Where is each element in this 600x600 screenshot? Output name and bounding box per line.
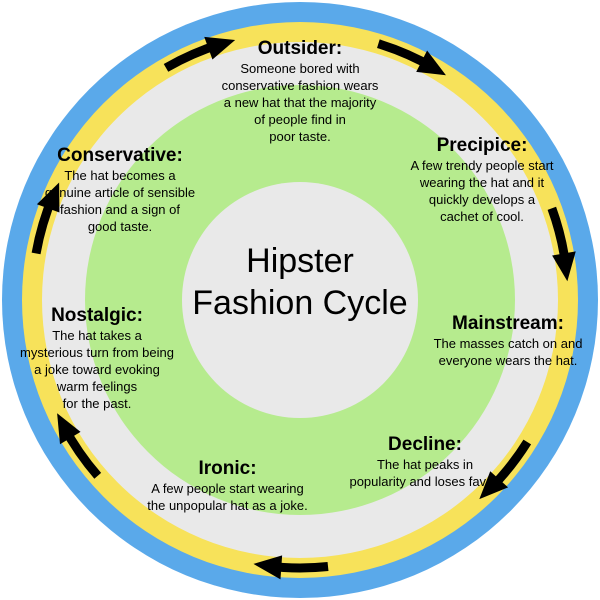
stage-title: Nostalgic:	[51, 305, 143, 326]
arrowhead-icon	[253, 555, 283, 580]
stage-ironic: Ironic: A few people start wearing the u…	[125, 458, 330, 514]
title-line-1: Hipster	[246, 242, 354, 280]
stage-description: The hat takes a mysterious turn from bei…	[20, 328, 174, 411]
stage-description: A few people start wearing the unpopular…	[147, 481, 308, 513]
center-circle	[182, 182, 418, 418]
arrowhead-icon	[204, 36, 236, 60]
stage-precipice: Precipice: A few trendy people start wea…	[382, 135, 582, 225]
stage-title: Ironic:	[198, 458, 257, 479]
stage-title: Conservative:	[57, 145, 183, 166]
arrowhead-icon	[36, 182, 60, 213]
stage-description: The hat peaks in popularity and loses fa…	[349, 457, 501, 489]
title-line-2: Fashion Cycle	[192, 284, 408, 322]
stage-title: Precipice:	[436, 135, 528, 156]
stage-nostalgic: Nostalgic: The hat takes a mysterious tu…	[2, 305, 192, 412]
stage-title: Mainstream:	[452, 313, 564, 334]
arrowhead-icon	[57, 413, 81, 445]
cycle-arrows	[31, 36, 576, 580]
arrowhead-icon	[552, 251, 576, 282]
stage-outsider: Outsider: Someone bored with conservativ…	[195, 38, 405, 145]
arrowhead-icon	[416, 50, 446, 76]
stage-description: The hat becomes a genuine article of sen…	[44, 168, 196, 234]
arrowhead-icon	[479, 471, 509, 500]
stage-decline: Decline: The hat peaks in popularity and…	[330, 434, 520, 490]
diagram-title: Hipster Fashion Cycle	[180, 240, 420, 324]
stage-conservative: Conservative: The hat becomes a genuine …	[20, 145, 220, 235]
stage-title: Outsider:	[257, 38, 343, 59]
stage-title: Decline:	[388, 434, 462, 455]
stage-description: A few trendy people start wearing the ha…	[410, 158, 554, 224]
stage-description: The masses catch on and everyone wears t…	[433, 336, 583, 368]
stage-description: Someone bored with conservative fashion …	[221, 61, 379, 144]
stage-mainstream: Mainstream: The masses catch on and ever…	[418, 313, 598, 369]
